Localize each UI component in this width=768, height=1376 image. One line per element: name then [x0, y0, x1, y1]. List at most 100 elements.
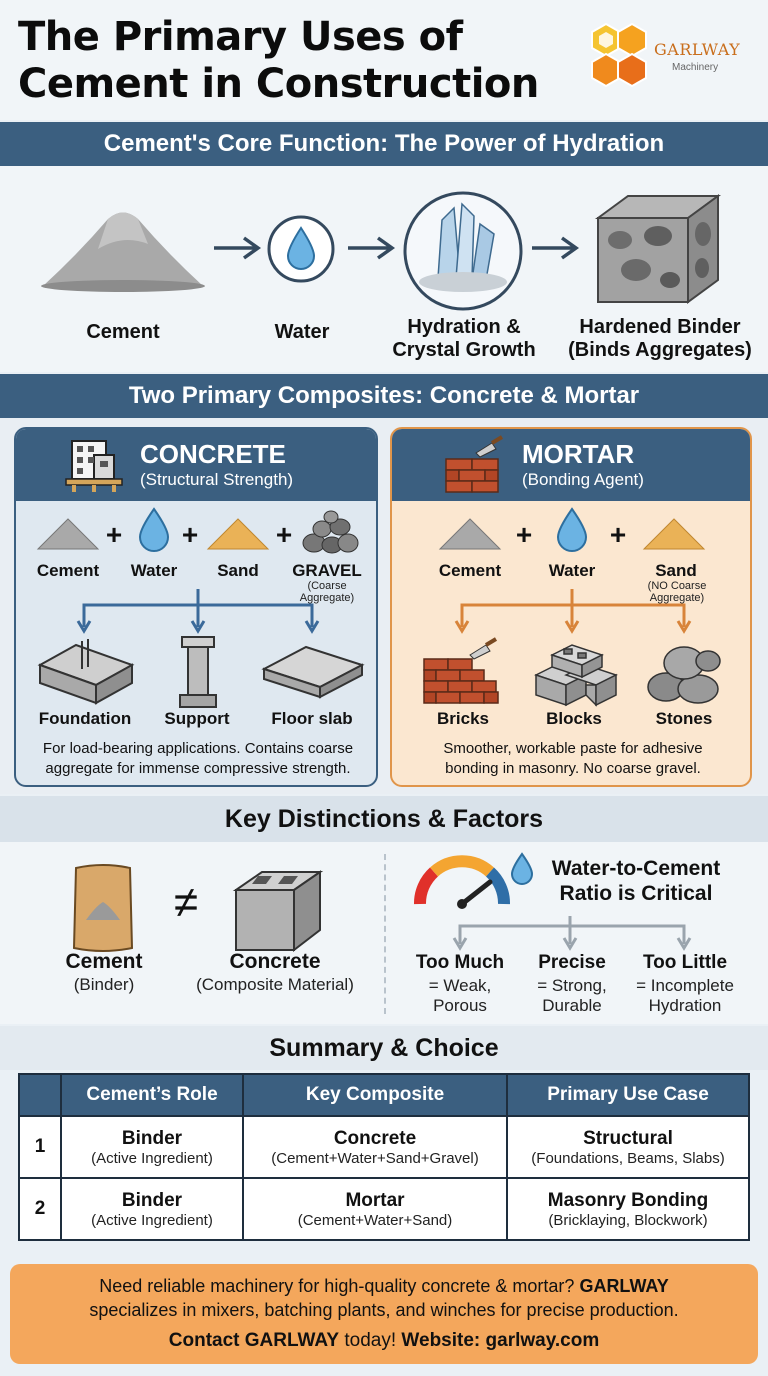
outcome-too-little-line2: Hydration: [648, 996, 722, 1015]
step-binder-label: Hardened Binder (Binds Aggregates): [562, 316, 758, 362]
crystal-growth-icon: [403, 191, 523, 311]
cement-pile-icon: [36, 518, 100, 550]
step-cement-label: Cement: [86, 321, 160, 343]
gravel-note-line1: (Coarse: [307, 580, 347, 592]
hydration-heading: Cement's Core Function: The Power of Hyd…: [0, 122, 768, 166]
col-key-composite: Key Composite: [242, 1073, 508, 1117]
plus-icon: +: [609, 519, 627, 550]
distinctions-panel: ≠ Cement (Binder) Concrete (Composite Ma…: [0, 842, 768, 1024]
header: The Primary Uses of Cement in Constructi…: [0, 0, 768, 120]
contact-prefix: Contact: [168, 1330, 245, 1351]
distinctions-heading: Key Distinctions & Factors: [0, 796, 768, 842]
mortar-subtitle: (Bonding Agent): [522, 470, 644, 489]
support-column-icon: [179, 636, 217, 708]
water-drop-icon: [556, 507, 588, 552]
outcome-too-much: Too Much: [415, 952, 505, 973]
cell-composite-main: Mortar: [345, 1189, 405, 1211]
gauge-icon: [414, 855, 510, 909]
footer-brand: GARLWAY: [579, 1276, 669, 1296]
row-number: 2: [18, 1177, 62, 1241]
plus-icon: +: [275, 519, 293, 550]
concrete-description: For load-bearing applications. Contains …: [20, 739, 376, 779]
foundation-icon: [37, 639, 135, 705]
branch-arrows-icon: [76, 589, 320, 634]
use-stones: Stones: [655, 709, 713, 728]
use-foundation: Foundation: [38, 709, 132, 728]
mortar-desc-line1: Smoother, workable paste for adhesive: [443, 740, 703, 757]
outcome-precise-line1: = Strong,: [537, 976, 607, 995]
branch-arrows-icon: [452, 916, 692, 951]
step-water-label: Water: [274, 321, 330, 343]
outcome-too-much-desc: = Weak, Porous: [400, 976, 520, 1016]
gravel-note-line2: Aggregate): [299, 592, 355, 604]
footer-text: Need reliable machinery for high-quality…: [10, 1274, 758, 1322]
cell-composite-sub: (Cement+Water+Sand+Gravel): [271, 1149, 479, 1167]
water-drop-icon: [510, 852, 534, 885]
outcome-too-much-line2: Porous: [433, 996, 487, 1015]
cell-role-sub: (Active Ingredient): [91, 1211, 213, 1229]
ratio-title-line2: Ratio is Critical: [559, 882, 713, 905]
divider: [384, 854, 386, 1014]
title-line-2: Cement in Construction: [18, 61, 539, 107]
cell-use-main: Masonry Bonding: [547, 1189, 709, 1211]
concrete-blocks-icon: [534, 644, 618, 707]
outcome-too-little-line1: = Incomplete: [636, 976, 734, 995]
cell-composite-main: Concrete: [333, 1127, 417, 1149]
not-equal-icon: ≠: [173, 878, 199, 927]
cell-role-main: Binder: [121, 1189, 183, 1211]
cell-role-main: Binder: [121, 1127, 183, 1149]
cell-role: Binder(Active Ingredient): [60, 1115, 244, 1179]
hardened-block-icon: [594, 194, 722, 304]
arrow-right-icon: [214, 236, 262, 260]
concrete-label: Concrete: [229, 950, 321, 973]
cell-role-sub: (Active Ingredient): [91, 1149, 213, 1167]
logo-name: GARLWAY: [654, 40, 741, 59]
summary-table: Cement’s Role Key Composite Primary Use …: [18, 1073, 750, 1241]
water-drop-icon: [267, 215, 335, 283]
mortar-title: MORTAR: [522, 439, 635, 469]
table-header-row: Cement’s Role Key Composite Primary Use …: [18, 1073, 750, 1117]
bricks-icon: [423, 637, 499, 704]
ingredient-water: Water: [130, 561, 178, 580]
contact-today: today!: [339, 1330, 402, 1351]
floor-slab-icon: [261, 645, 365, 699]
page-title: The Primary Uses of Cement in Constructi…: [18, 14, 578, 108]
outcome-too-little: Too Little: [642, 952, 728, 973]
gravel-note: (Coarse Aggregate): [282, 580, 372, 604]
outcome-too-much-line1: = Weak,: [428, 976, 492, 995]
gravel-icon: [302, 510, 359, 554]
website-link[interactable]: Website: garlway.com: [401, 1330, 600, 1351]
outcome-precise-line2: Durable: [542, 996, 602, 1015]
col-primary-use: Primary Use Case: [506, 1073, 750, 1117]
building-icon: [65, 440, 123, 492]
footer-contact: Contact GARLWAY today! Website: garlway.…: [10, 1330, 758, 1352]
step-hydration-label: Hydration & Crystal Growth: [384, 316, 544, 362]
concrete-card: CONCRETE (Structural Strength) + + + Cem…: [14, 427, 378, 787]
table-row: 2 Binder(Active Ingredient) Mortar(Cemen…: [18, 1177, 750, 1241]
outcome-too-little-desc: = Incomplete Hydration: [622, 976, 748, 1016]
footer-line1: Need reliable machinery for high-quality…: [10, 1274, 758, 1298]
sand-pile-icon: [206, 518, 270, 550]
use-blocks: Blocks: [546, 709, 602, 728]
plus-icon: +: [515, 519, 533, 550]
summary-heading: Summary & Choice: [0, 1026, 768, 1070]
mortar-card: MORTAR (Bonding Agent) + + Cement Water …: [390, 427, 752, 787]
footer-banner: Need reliable machinery for high-quality…: [10, 1264, 758, 1364]
ratio-title: Water-to-Cement Ratio is Critical: [536, 856, 736, 906]
mortar-desc-line2: bonding in masonry. No coarse gravel.: [445, 760, 701, 777]
sand-pile-icon: [642, 518, 706, 550]
branch-arrows-icon: [454, 589, 692, 634]
ingredient-cement: Cement: [438, 561, 502, 580]
cell-role: Binder(Active Ingredient): [60, 1177, 244, 1241]
cement-sublabel: (Binder): [73, 975, 135, 994]
hydration-panel: Cement Water Hydration & Crystal Growth …: [0, 166, 768, 372]
arrow-right-icon: [532, 236, 580, 260]
outcome-precise: Precise: [538, 952, 606, 973]
cell-composite: Mortar(Cement+Water+Sand): [242, 1177, 508, 1241]
cell-composite: Concrete(Cement+Water+Sand+Gravel): [242, 1115, 508, 1179]
use-support: Support: [164, 709, 230, 728]
ingredient-cement: Cement: [36, 561, 100, 580]
ratio-title-line1: Water-to-Cement: [551, 857, 721, 880]
sand-note-line2: Aggregate): [649, 592, 705, 604]
concrete-block-icon: [232, 870, 324, 953]
